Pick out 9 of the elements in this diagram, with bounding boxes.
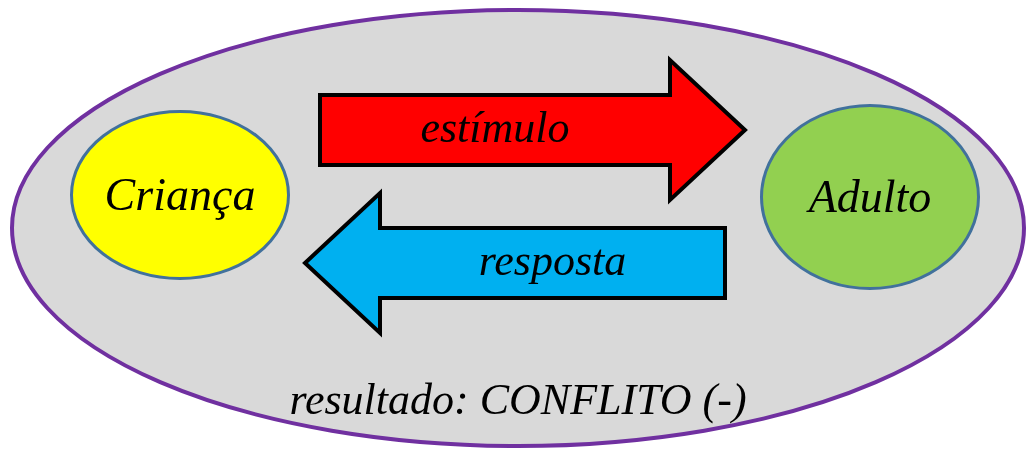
edge-label: estímulo: [420, 106, 570, 150]
person-ellipse: [70, 110, 290, 280]
person-ellipse: [760, 104, 980, 290]
block-arrow: [302, 188, 727, 338]
edge-label: resposta: [478, 239, 627, 283]
result-text: resultado: CONFLITO (-): [288, 378, 748, 422]
node-label: Criança: [104, 172, 256, 218]
node-label: Adulto: [808, 174, 932, 220]
block-arrow: [318, 55, 748, 205]
